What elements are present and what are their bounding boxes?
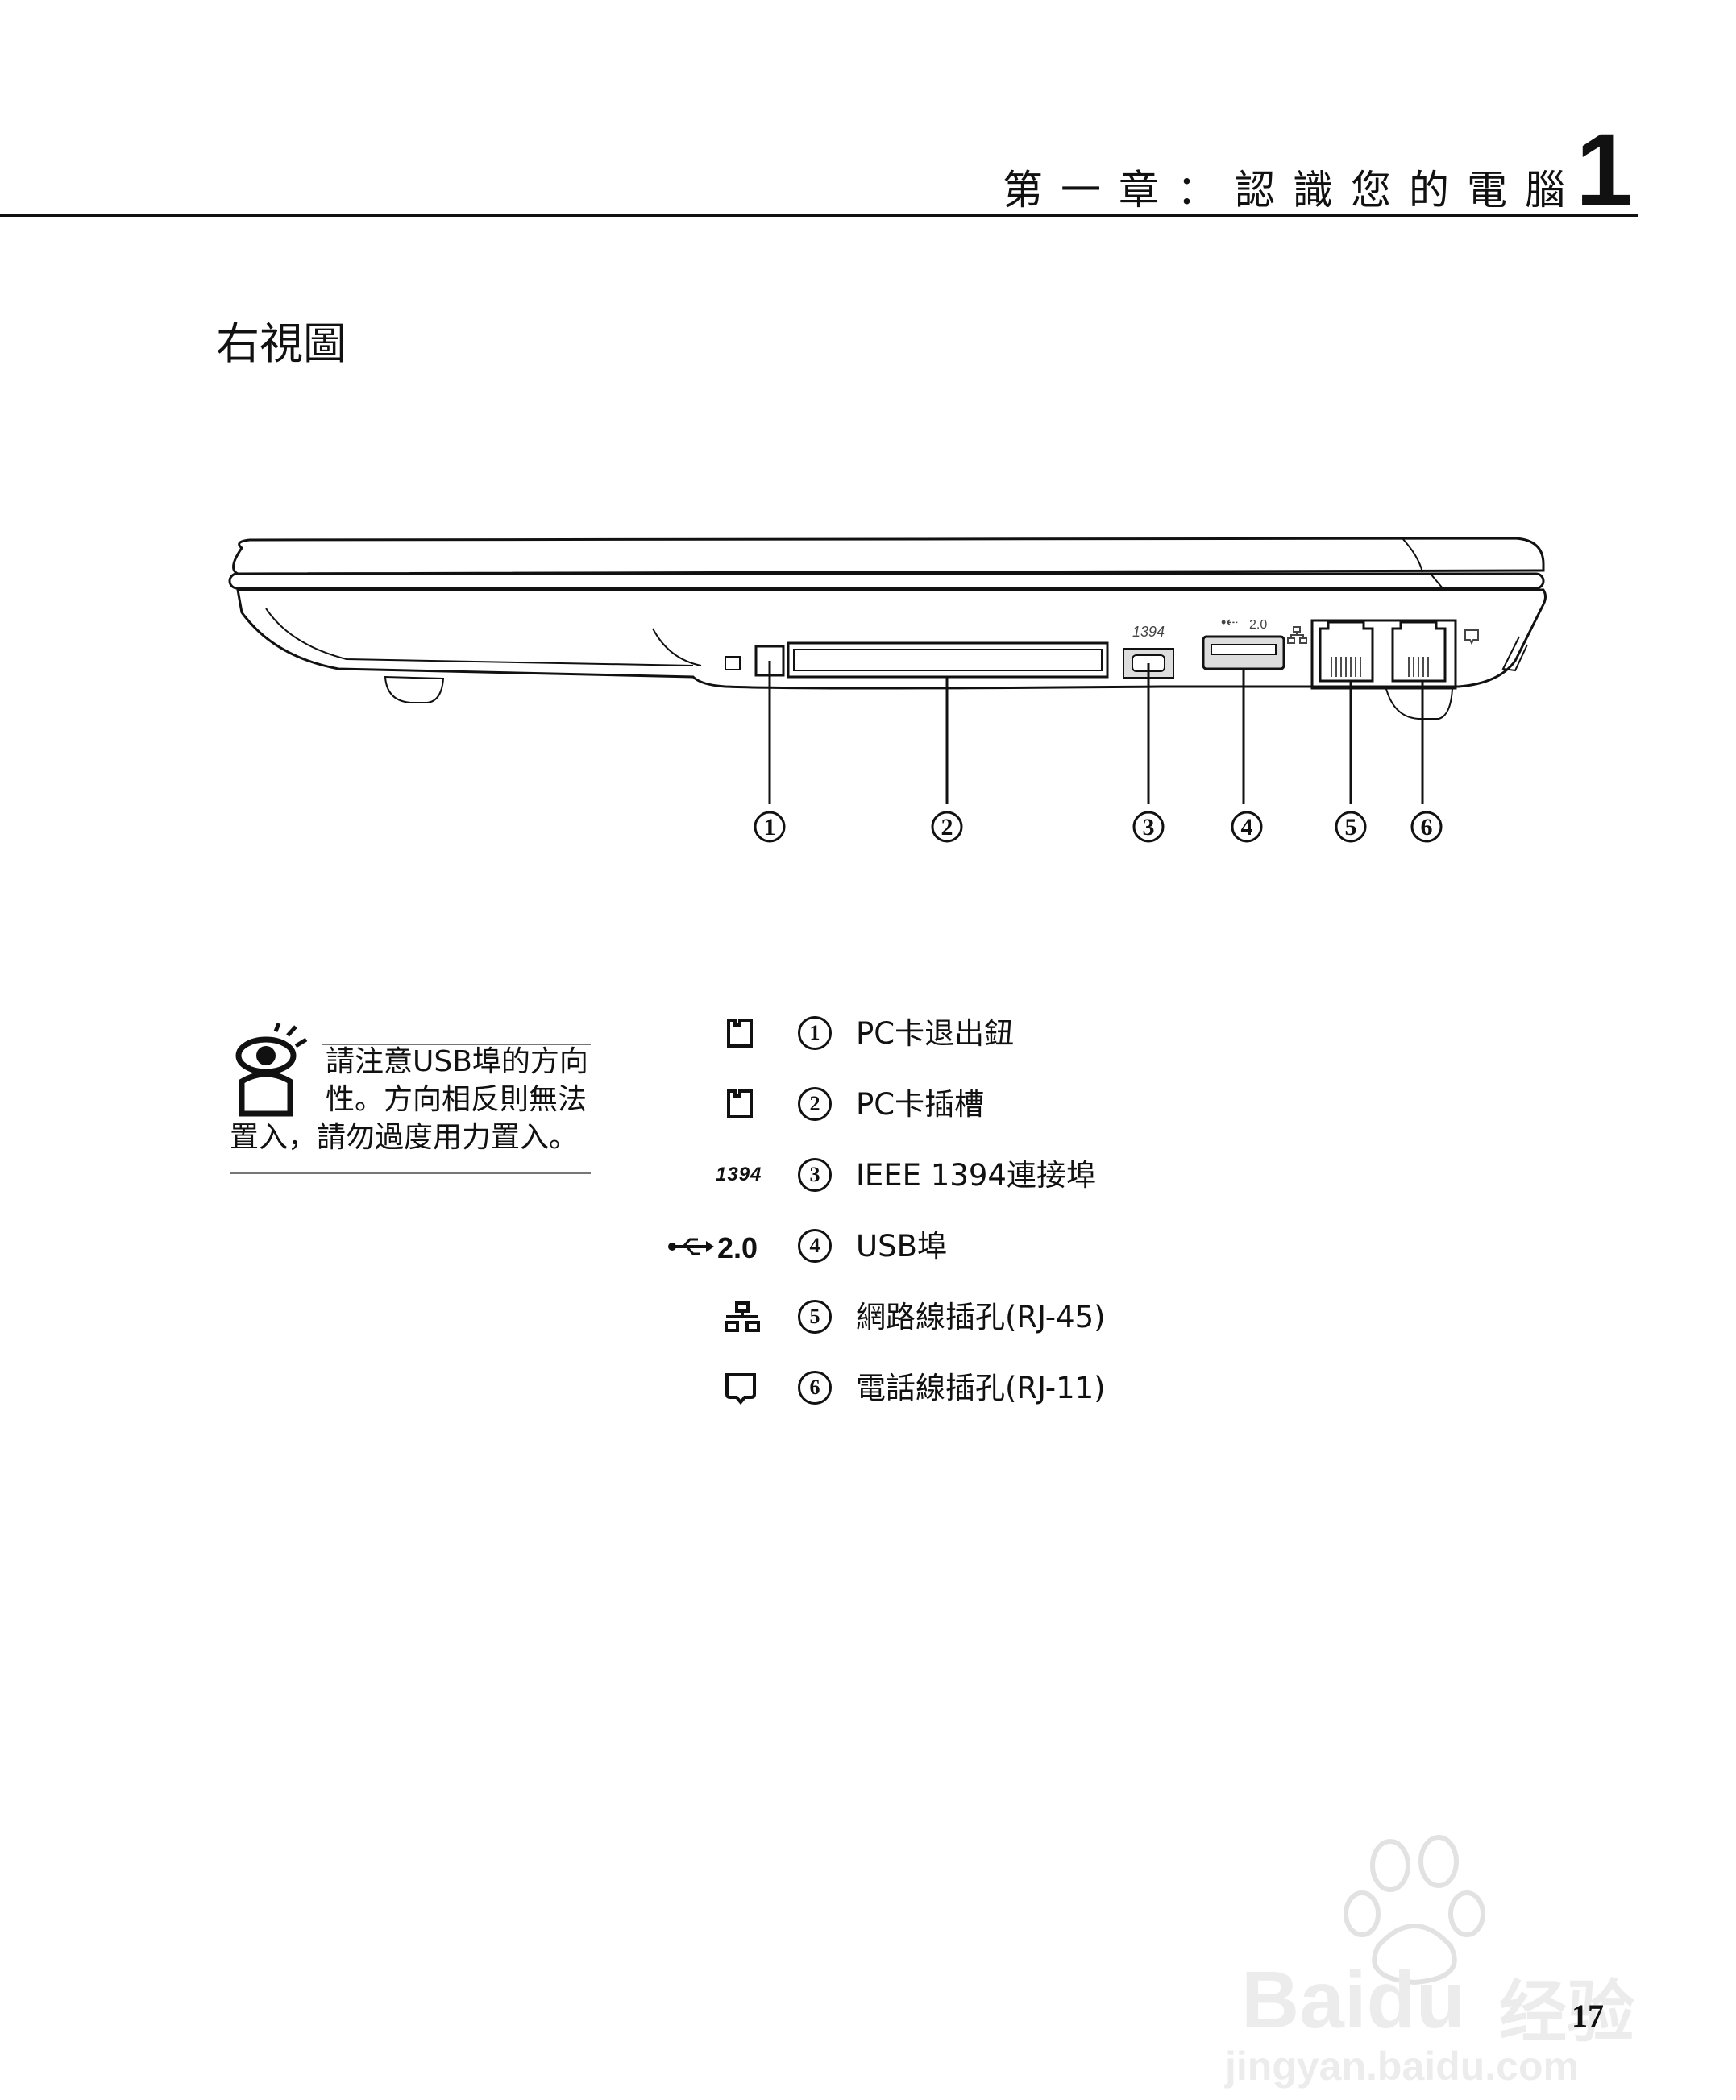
legend-num-6: 6	[798, 1371, 832, 1405]
watermark-url: jingyan.baidu.com	[1225, 2044, 1579, 2089]
chapter-title: 第一章：認識您的電腦	[1003, 167, 1583, 214]
header-divider	[0, 214, 1638, 217]
callout-4: 4	[1241, 814, 1253, 840]
legend-row-3: 1394 3 IEEE 1394連接埠	[0, 1151, 1736, 1199]
section-title: 右視圖	[216, 318, 347, 369]
legend-num-4: 4	[798, 1229, 832, 1263]
page-number: 17	[1572, 1998, 1604, 2034]
diagram-1394-label: 1394	[1132, 624, 1165, 640]
legend-label-6: 電話線插孔(RJ-11)	[856, 1371, 1106, 1405]
note-line-3: 置入，請勿過度用力置入。	[230, 1121, 579, 1154]
legend-label-1: PC卡退出鈕	[856, 1016, 1015, 1051]
baidu-paw-icon	[1344, 1835, 1485, 1986]
legend-row-5: 5 網路線插孔(RJ-45)	[0, 1293, 1736, 1341]
legend-label-4: USB埠	[856, 1229, 947, 1264]
note-bottom-rule	[230, 1172, 591, 1174]
legend-label-3: IEEE 1394連接埠	[856, 1158, 1096, 1193]
pc-card-icon	[727, 1019, 753, 1048]
watermark-brand: Baidu	[1241, 1955, 1465, 2045]
chapter-number: 1	[1576, 113, 1634, 228]
callout-1: 1	[764, 814, 776, 840]
callout-5: 5	[1345, 814, 1357, 840]
eye-note-icon	[235, 1023, 308, 1117]
callout-2: 2	[941, 814, 953, 840]
note-line-2: 性。方向相反則無法	[326, 1083, 588, 1116]
legend-num-3: 3	[798, 1158, 832, 1192]
usb-version-label: 2.0	[717, 1231, 758, 1264]
network-icon	[725, 1301, 760, 1332]
legend-row-4: 2.0 4 USB埠	[0, 1222, 1736, 1270]
legend-num-2: 2	[798, 1087, 832, 1121]
legend-num-1: 1	[798, 1016, 832, 1050]
watermark-suffix: 经验	[1499, 1974, 1635, 2050]
legend-row-6: 6 電話線插孔(RJ-11)	[0, 1363, 1736, 1412]
callout-6: 6	[1421, 814, 1433, 840]
firewire-icon: 1394	[716, 1164, 762, 1185]
pc-card-icon	[727, 1089, 753, 1118]
usb-icon	[668, 1238, 714, 1255]
note-line-1: 請注意USB埠的方向	[326, 1045, 588, 1078]
diagram-usb-label: 2.0	[1249, 618, 1267, 632]
callout-3: 3	[1143, 814, 1155, 840]
legend-label-5: 網路線插孔(RJ-45)	[856, 1300, 1106, 1334]
legend-row-2: 2 PC卡插槽	[0, 1080, 1736, 1128]
note-top-rule	[322, 1044, 591, 1045]
phone-icon	[725, 1373, 756, 1405]
legend-num-5: 5	[798, 1300, 832, 1334]
legend-row-1: 1 PC卡退出鈕	[0, 1009, 1736, 1057]
laptop-right-side-diagram: 1394 •⇠ 2.0	[228, 537, 1547, 843]
legend-label-2: PC卡插槽	[856, 1087, 985, 1122]
baidu-watermark: Baidu 经验 jingyan.baidu.com	[1225, 1825, 1676, 2089]
svg-text:•⇠: •⇠	[1221, 614, 1238, 630]
